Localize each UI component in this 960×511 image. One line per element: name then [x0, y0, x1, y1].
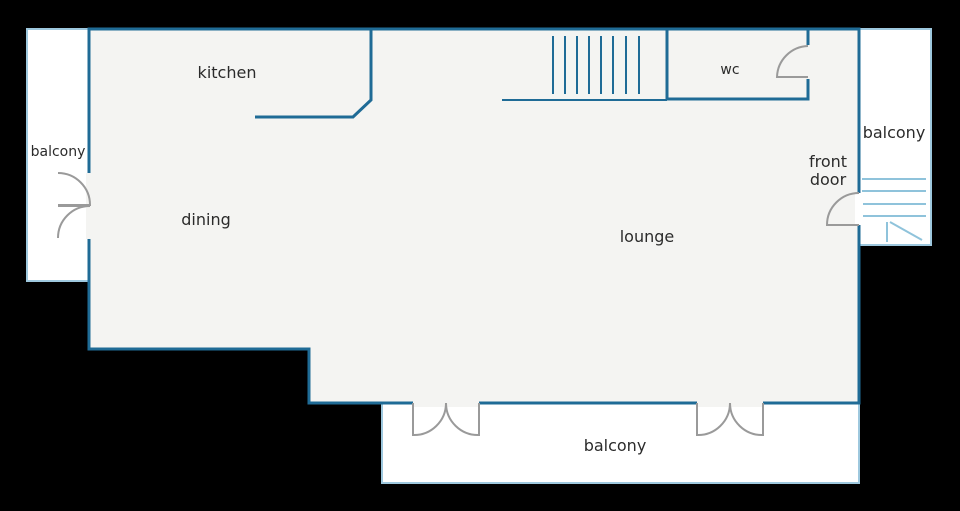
main-floor-outline	[87, 27, 861, 405]
bottom-door-right-a	[696, 402, 731, 437]
external-stairs	[862, 178, 926, 242]
bottom-door-left-a	[412, 402, 447, 437]
left-door-lower	[57, 205, 91, 239]
balcony-bottom-area	[381, 399, 860, 484]
label-front-door-line1: front	[809, 152, 847, 171]
balcony-right-area	[856, 28, 932, 246]
label-balcony-bottom: balcony	[584, 436, 647, 455]
balcony-left-area	[26, 28, 92, 282]
label-balcony-left: balcony	[31, 144, 86, 160]
label-kitchen: kitchen	[198, 63, 257, 82]
front-door	[825, 192, 860, 226]
internal-stairs	[552, 36, 640, 94]
bottom-door-right-b	[729, 402, 764, 437]
label-wc: wc	[720, 62, 739, 78]
label-dining: dining	[181, 210, 230, 229]
label-balcony-right: balcony	[863, 123, 926, 142]
wc-door	[775, 45, 809, 78]
label-front-door-line2: door	[810, 170, 847, 189]
label-lounge: lounge	[620, 227, 675, 246]
wc-wall	[665, 30, 810, 101]
bottom-door-left-b	[445, 402, 480, 437]
kitchen-wall	[255, 30, 373, 119]
left-door-upper	[57, 172, 92, 206]
front-door-opening	[855, 193, 863, 225]
